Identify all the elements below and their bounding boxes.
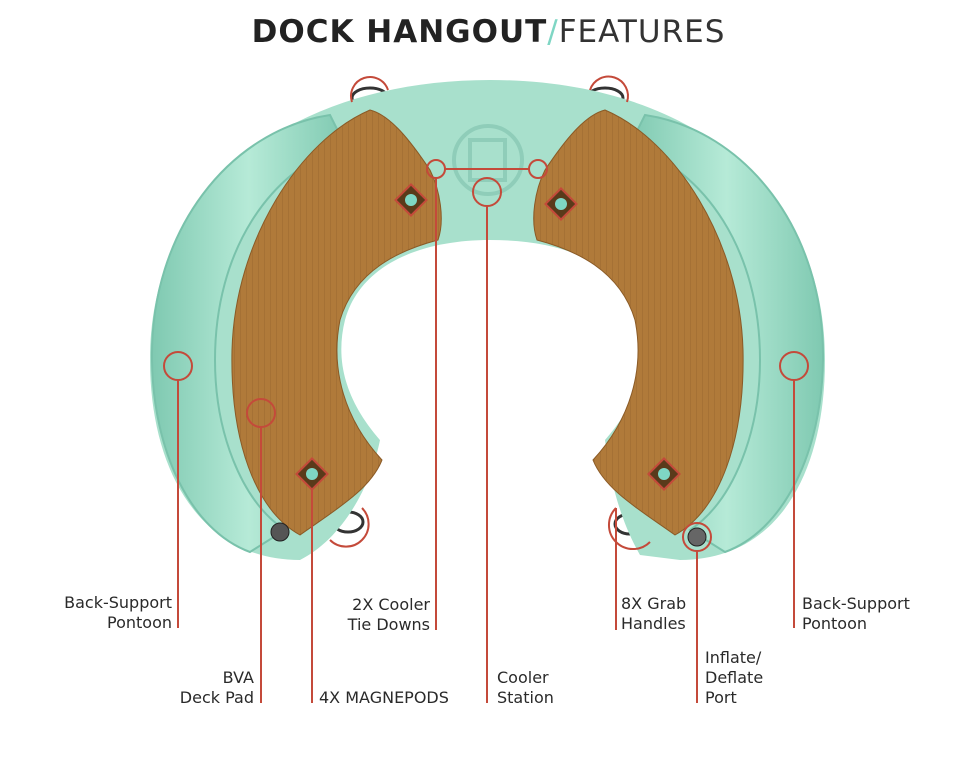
magnepod-icon (295, 457, 329, 491)
back-support-pontoon-left (150, 113, 347, 554)
center-cutout (344, 252, 635, 440)
back-support-pontoon-right (628, 113, 825, 554)
label-line: Pontoon (802, 614, 867, 633)
magnepod-icon (647, 457, 681, 491)
label-line: Pontoon (107, 613, 172, 632)
label-line: Back-Support (64, 593, 172, 612)
label-grab-handles: 8X Grab Handles (621, 594, 686, 634)
callout-arc (589, 75, 629, 103)
label-line: Handles (621, 614, 686, 633)
magnepod-icon (544, 187, 578, 221)
title-main: DOCK HANGOUT (251, 14, 548, 50)
callout-arc (329, 507, 370, 548)
label-line: Cooler (497, 668, 549, 687)
label-bva-deck-pad: BVA Deck Pad (150, 668, 254, 708)
label-line: 8X Grab (621, 594, 687, 613)
label-line: Deck Pad (179, 688, 254, 707)
label-line: Tie Downs (347, 615, 430, 634)
label-line: Station (497, 688, 554, 707)
label-magnepods: 4X MAGNEPODS (319, 688, 449, 708)
label-line: BVA (222, 668, 254, 687)
label-line: Deflate (705, 668, 764, 687)
label-inflate-port: Inflate/ Deflate Port (705, 648, 763, 708)
title-slash: / (547, 14, 559, 50)
bva-deck-pad-left (231, 109, 442, 536)
label-cooler-tie-downs: 2X Cooler Tie Downs (330, 595, 430, 635)
valve-icon (270, 522, 290, 542)
label-back-support-right: Back-Support Pontoon (802, 594, 910, 634)
magnepods (295, 183, 681, 491)
label-cooler-station: Cooler Station (497, 668, 554, 708)
label-line: Back-Support (802, 594, 910, 613)
label-line: Port (705, 688, 737, 707)
label-line: Inflate/ (705, 648, 762, 667)
valve-icon (687, 527, 707, 547)
page-title: DOCK HANGOUT/FEATURES (0, 14, 977, 50)
bva-deck-pad-right (533, 109, 744, 536)
callouts (163, 75, 809, 703)
title-sub: FEATURES (558, 14, 726, 50)
label-line: 2X Cooler (352, 595, 430, 614)
magnepod-icon (394, 183, 428, 217)
callout-arc (350, 76, 389, 103)
cooler-station-logo (452, 124, 524, 196)
label-back-support-left: Back-Support Pontoon (40, 593, 172, 633)
label-line: 4X MAGNEPODS (319, 688, 449, 707)
